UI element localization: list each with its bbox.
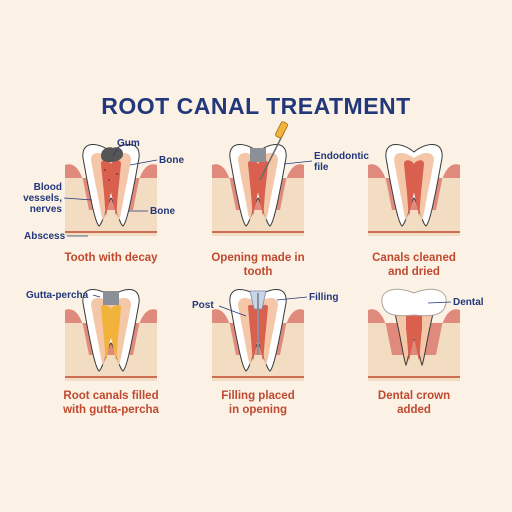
tooth-gutta-percha-illustration <box>65 289 157 381</box>
tooth-crown-illustration <box>368 288 460 381</box>
dental-crown <box>381 288 447 317</box>
tooth-filling-illustration <box>212 289 304 381</box>
label-filling: Filling <box>309 292 339 303</box>
tooth-decay-illustration <box>65 144 157 236</box>
label-bone-top: Bone <box>159 155 184 166</box>
decay <box>101 147 123 162</box>
label-gum: Gum <box>117 138 140 149</box>
label-gutta-percha: Gutta-percha <box>26 290 89 301</box>
label-dental: Dental <box>453 297 484 308</box>
label-post: Post <box>192 300 214 311</box>
caption-step-1: Tooth with decay <box>64 252 158 264</box>
diagram-title: ROOT CANAL TREATMENT <box>101 93 411 119</box>
endodontic-file <box>259 131 285 181</box>
gutta-percha <box>101 304 121 361</box>
tooth-cleaned-illustration <box>368 144 460 236</box>
label-bone-side: Bone <box>150 206 175 217</box>
access-opening <box>250 148 266 162</box>
tooth-opening-illustration <box>212 121 304 236</box>
label-abscess: Abscess <box>24 231 66 242</box>
